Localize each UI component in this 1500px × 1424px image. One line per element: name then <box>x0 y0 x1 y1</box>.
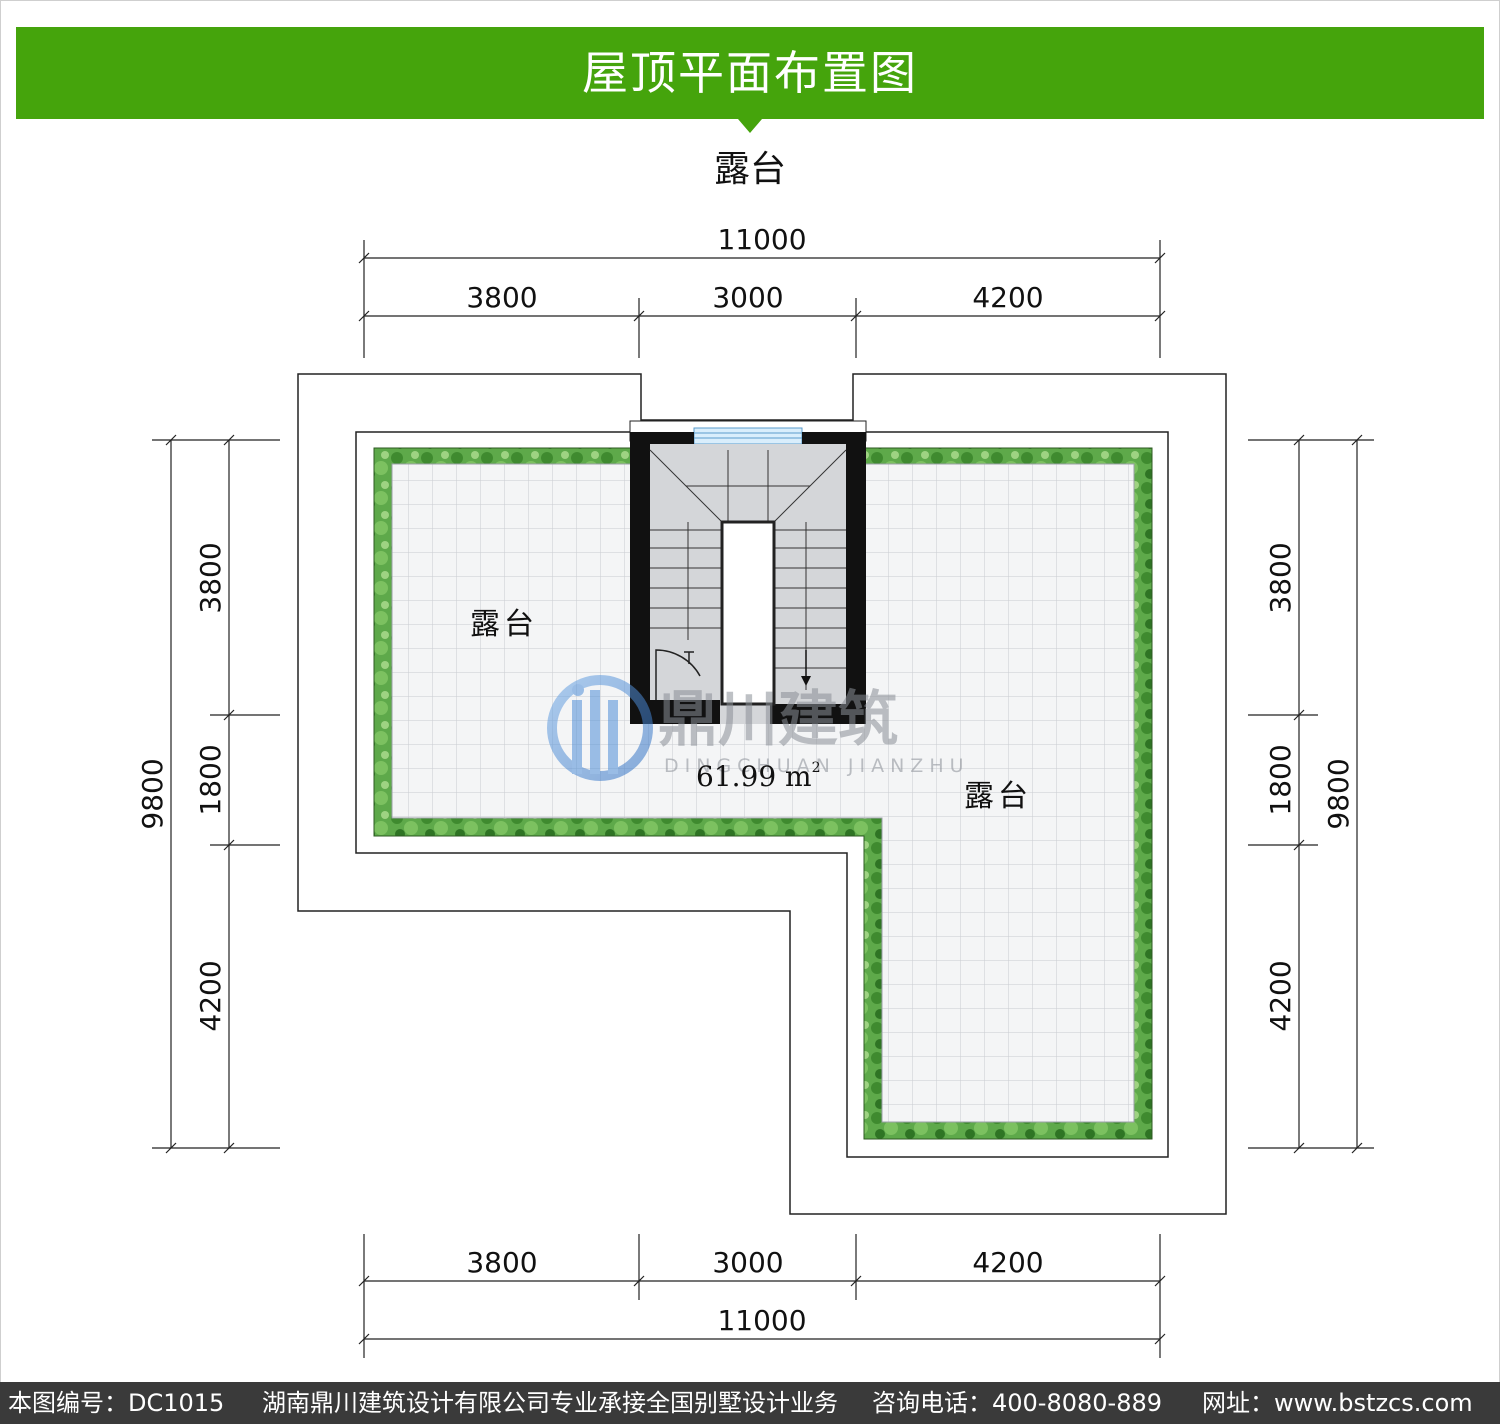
terrace-right-label: 露台 <box>964 779 1032 814</box>
dim-top-total: 11000 <box>717 223 806 256</box>
dim-top-seg-2: 3000 <box>712 281 783 314</box>
terrace-left-label: 露台 <box>470 607 538 642</box>
dim-top-seg-3: 4200 <box>972 281 1043 314</box>
brand-watermark: 鼎川建筑 DINGCHUAN JIANZHU <box>547 675 970 781</box>
roof-plan-drawing: 露台 露台 鼎川建筑 DINGCHUAN JIANZHU 61.99 m2 <box>136 223 1374 1358</box>
dim-right-seg-1: 3800 <box>1264 542 1297 613</box>
area-value: 61.99 m <box>696 760 812 793</box>
page-title: 屋顶平面布置图 <box>582 46 918 100</box>
footer-bar: 本图编号：DC1015 湖南鼎川建筑设计有限公司专业承接全国别墅设计业务 咨询电… <box>0 1382 1500 1424</box>
area-label: 61.99 m2 <box>696 760 821 793</box>
dim-bottom-seg-2: 3000 <box>712 1246 783 1279</box>
area-unit-superscript: 2 <box>812 760 821 776</box>
brand-name-cn: 鼎川建筑 <box>658 685 898 755</box>
dim-left-seg-3: 4200 <box>194 960 227 1031</box>
brand-name-en: DINGCHUAN JIANZHU <box>664 755 970 777</box>
dim-bottom-total: 11000 <box>717 1304 806 1337</box>
door-swing <box>655 649 701 700</box>
banner-pointer <box>738 119 762 133</box>
tiled-terrace-floor <box>391 463 1135 1123</box>
footer-website[interactable]: 网址：www.bstzcs.com <box>1202 1389 1473 1417</box>
dim-top-seg-1: 3800 <box>466 281 537 314</box>
dim-right-total: 9800 <box>1322 758 1355 829</box>
stair-core <box>629 420 867 724</box>
brand-logo-icon <box>547 675 653 781</box>
dim-left-seg-2: 1800 <box>194 744 227 815</box>
dim-bottom-seg-1: 3800 <box>466 1246 537 1279</box>
dim-bottom-seg-3: 4200 <box>972 1246 1043 1279</box>
dim-left-total: 9800 <box>136 758 169 829</box>
dim-right-seg-2: 1800 <box>1264 744 1297 815</box>
footer-drawing-number: 本图编号：DC1015 <box>8 1389 225 1417</box>
title-banner: 屋顶平面布置图 <box>16 27 1484 133</box>
footer-phone: 咨询电话：400-8080-889 <box>872 1389 1163 1417</box>
dim-right-seg-3: 4200 <box>1264 960 1297 1031</box>
footer-company: 湖南鼎川建筑设计有限公司专业承接全国别墅设计业务 <box>262 1389 838 1417</box>
dim-left-seg-1: 3800 <box>194 542 227 613</box>
top-terrace-label: 露台 <box>713 149 786 190</box>
dimension-lines <box>152 240 1374 1358</box>
